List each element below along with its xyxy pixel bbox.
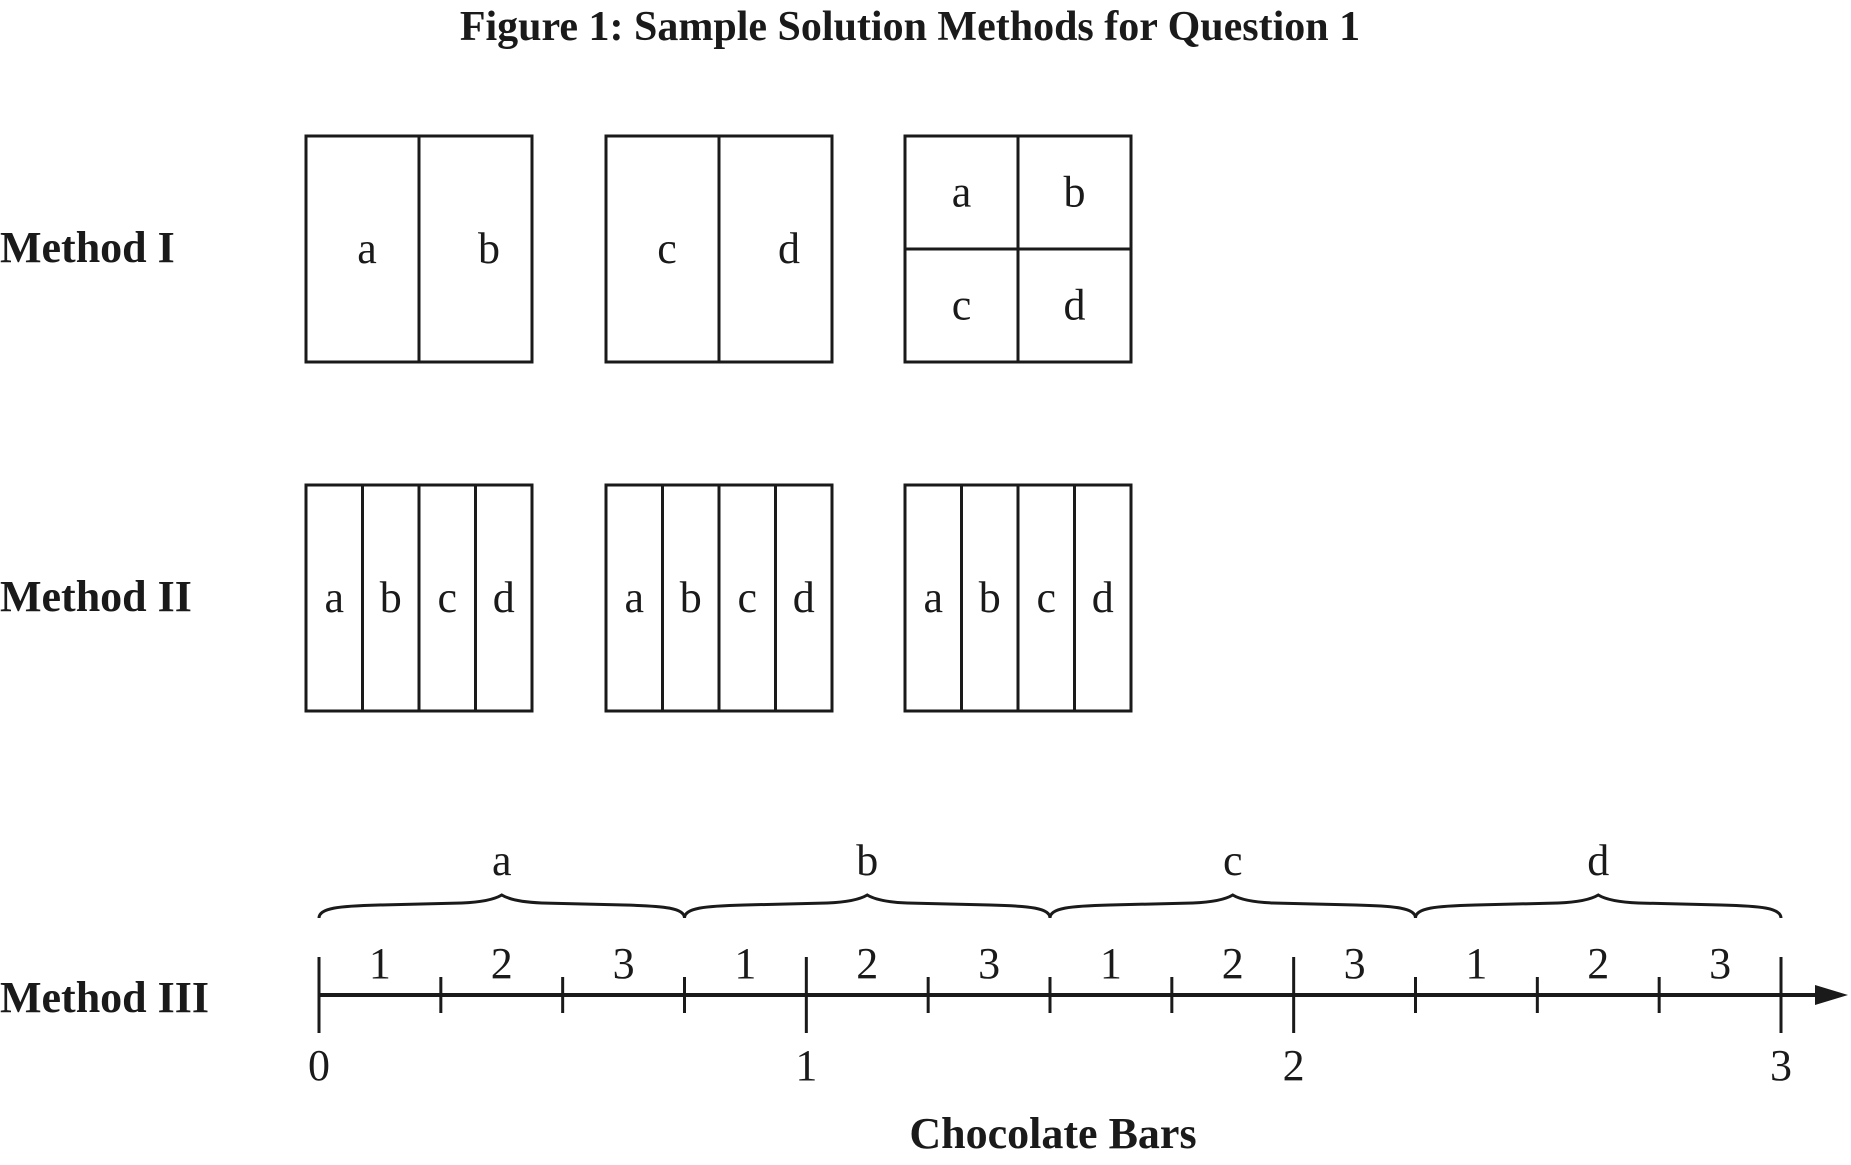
bar-cell-label: d: [493, 573, 515, 622]
bar-cell-label: b: [979, 573, 1001, 622]
segment-label: 1: [1465, 939, 1487, 988]
segment-label: 3: [613, 939, 635, 988]
bar-cell-label: b: [478, 224, 500, 273]
bar-cell-label: d: [1092, 573, 1114, 622]
segment-label: 1: [734, 939, 756, 988]
segment-label: 2: [491, 939, 513, 988]
segment-label: 1: [1100, 939, 1122, 988]
bar-cell-label: a: [624, 573, 644, 622]
group-label: b: [856, 836, 878, 885]
chocolate-bar: a b c d: [903, 134, 1133, 364]
segment-label: 2: [1587, 939, 1609, 988]
bar-cell-label: b: [680, 573, 702, 622]
segment-label: 3: [1344, 939, 1366, 988]
segment-label: 1: [369, 939, 391, 988]
figure-title: Figure 1: Sample Solution Methods for Qu…: [460, 4, 1360, 50]
bar-cell-label: c: [1036, 573, 1056, 622]
number-line: 0 1 2 3 1 2 3 1 2 3 1 2 3 1 2 3 a b c d: [308, 836, 1848, 1090]
group-brace: [683, 893, 1052, 919]
group-brace: [317, 893, 686, 919]
bar-cell-label: b: [1064, 168, 1086, 217]
bar-cell-label: a: [324, 573, 344, 622]
bar-cell-label: c: [737, 573, 757, 622]
segment-label: 3: [1709, 939, 1731, 988]
segment-label: 3: [978, 939, 1000, 988]
method-2-label: Method II: [0, 572, 192, 621]
method-1-label: Method I: [0, 223, 175, 272]
group-label: c: [1223, 836, 1243, 885]
group-label: d: [1587, 836, 1609, 885]
bar-cell-label: c: [437, 573, 457, 622]
axis-label: Chocolate Bars: [909, 1109, 1196, 1158]
bar-cell-label: a: [357, 224, 377, 273]
bar-cell-label: d: [793, 573, 815, 622]
group-brace: [1414, 893, 1783, 919]
axis-tick-label: 2: [1283, 1041, 1305, 1090]
segment-label: 2: [1222, 939, 1244, 988]
bar-cell-label: b: [380, 573, 402, 622]
axis-tick-label: 0: [308, 1041, 330, 1090]
bar-cell-label: c: [657, 224, 677, 273]
bar-cell-label: d: [1064, 281, 1086, 330]
bar-cell-label: c: [952, 281, 972, 330]
bar-cell-label: a: [923, 573, 943, 622]
arrow-head-icon: [1815, 985, 1848, 1005]
segment-label: 2: [856, 939, 878, 988]
group-brace: [1048, 893, 1417, 919]
bar-cell-label: a: [952, 168, 972, 217]
axis-tick-label: 3: [1770, 1041, 1792, 1090]
group-label: a: [492, 836, 512, 885]
axis-tick-label: 1: [795, 1041, 817, 1090]
bar-cell-label: d: [778, 224, 800, 273]
method-3-label: Method III: [0, 973, 209, 1022]
